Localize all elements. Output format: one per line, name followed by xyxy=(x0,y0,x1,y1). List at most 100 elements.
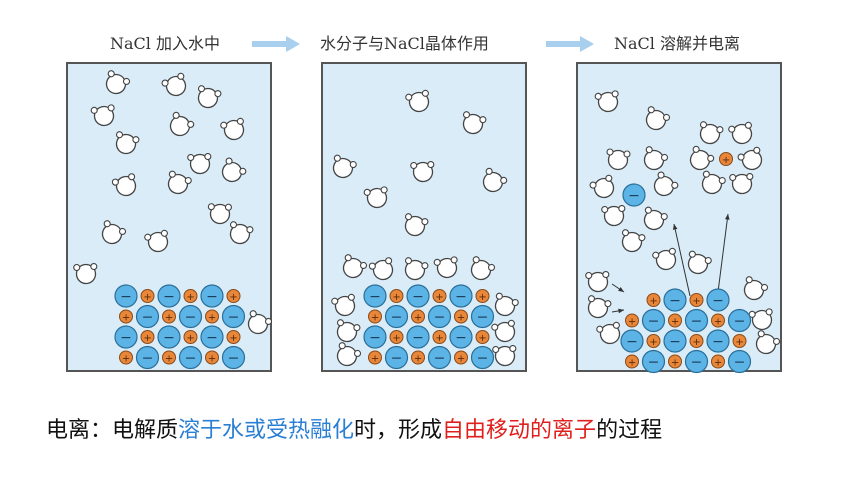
panel-2-illustration: −+−+−++−+−+−−+−+−++−+−+− xyxy=(331,89,519,370)
caption-highlight-blue: 溶于水或受热融化 xyxy=(178,418,355,443)
svg-text:−: − xyxy=(206,330,218,346)
water-molecule xyxy=(748,308,773,331)
sodium-ion: + xyxy=(140,330,155,344)
chloride-ion: − xyxy=(706,288,730,312)
panel-1-illustration: −+−+−++−+−+−−+−+−++−+−+− xyxy=(73,70,273,370)
water-molecule xyxy=(743,276,769,301)
sodium-ion: + xyxy=(668,313,682,328)
step-label-3: NaCl 溶解并电离 xyxy=(614,34,740,53)
sodium-ion: + xyxy=(432,330,447,344)
sodium-ion: + xyxy=(411,309,425,324)
water-molecule xyxy=(643,206,668,231)
chloride-ion: − xyxy=(157,325,181,349)
chloride-ion: − xyxy=(384,304,409,329)
water-molecule xyxy=(90,104,115,127)
caption-mid: 时，形成 xyxy=(354,418,443,443)
panel-3-illustration: −++−+−+−+−+−−+−+−++−+−+− xyxy=(585,90,781,374)
water-molecule xyxy=(589,174,615,199)
svg-text:+: + xyxy=(208,354,216,365)
svg-text:−: − xyxy=(648,355,660,371)
svg-text:+: + xyxy=(692,296,700,307)
step-label-2: 水分子与NaCl晶体作用 xyxy=(320,34,489,53)
water-molecule xyxy=(111,173,137,197)
chloride-ion: − xyxy=(406,325,430,349)
chloride-ion: − xyxy=(178,304,203,329)
svg-text:+: + xyxy=(457,354,465,365)
svg-text:+: + xyxy=(229,333,237,344)
chloride-ion: − xyxy=(470,345,495,370)
svg-text:−: − xyxy=(434,351,446,367)
sodium-ion: + xyxy=(183,330,198,344)
svg-text:−: − xyxy=(477,351,489,367)
svg-text:+: + xyxy=(714,317,722,328)
svg-text:−: − xyxy=(455,330,467,346)
chloride-ion: − xyxy=(622,183,646,207)
svg-text:+: + xyxy=(143,292,151,303)
step-label-1: NaCl 加入水中 xyxy=(110,34,220,53)
svg-text:−: − xyxy=(669,334,681,350)
svg-text:−: − xyxy=(712,293,724,309)
water-molecule xyxy=(144,229,169,253)
sodium-ion: + xyxy=(226,330,241,344)
sodium-ion: + xyxy=(625,354,639,369)
water-molecule xyxy=(187,152,212,175)
sodium-ion: + xyxy=(389,330,404,344)
svg-text:−: − xyxy=(185,351,197,367)
water-molecule xyxy=(221,157,247,183)
arrow-right-icon xyxy=(252,36,300,52)
water-molecule xyxy=(331,293,356,317)
caption-highlight-red: 自由移动的离子 xyxy=(442,418,597,443)
water-molecule xyxy=(105,70,131,95)
chloride-ion: − xyxy=(727,349,752,374)
svg-text:+: + xyxy=(692,337,700,348)
svg-text:+: + xyxy=(392,333,400,344)
water-molecule xyxy=(729,172,754,195)
caption-suffix: 的过程 xyxy=(596,418,663,443)
chloride-ion: − xyxy=(470,304,495,329)
svg-text:+: + xyxy=(165,354,173,365)
svg-text:+: + xyxy=(671,358,679,369)
panel-nacl-added: −+−+−++−+−+−−+−+−++−+−+− xyxy=(66,62,273,372)
chloride-ion: − xyxy=(363,325,387,349)
sodium-ion: + xyxy=(711,354,725,369)
sodium-ion: + xyxy=(432,289,447,303)
water-molecule xyxy=(336,319,361,343)
motion-arrow xyxy=(673,223,691,297)
svg-text:+: + xyxy=(435,292,443,303)
arrow-right-icon xyxy=(546,36,594,52)
svg-text:−: − xyxy=(163,289,175,305)
water-molecule xyxy=(363,186,388,209)
svg-text:−: − xyxy=(477,310,489,326)
svg-text:−: − xyxy=(142,351,154,367)
chloride-ion: − xyxy=(178,345,203,370)
sodium-ion: + xyxy=(689,293,704,307)
svg-text:−: − xyxy=(369,330,381,346)
svg-text:+: + xyxy=(649,296,657,307)
svg-text:−: − xyxy=(412,330,424,346)
water-molecule xyxy=(494,292,519,317)
svg-text:−: − xyxy=(734,355,746,371)
svg-text:+: + xyxy=(435,333,443,344)
water-molecule xyxy=(220,117,245,141)
svg-text:−: − xyxy=(120,289,132,305)
water-molecule xyxy=(653,171,679,197)
svg-text:−: − xyxy=(120,330,132,346)
chloride-ion: − xyxy=(406,284,430,308)
chloride-ion: − xyxy=(200,325,224,349)
svg-text:+: + xyxy=(671,317,679,328)
water-molecule xyxy=(689,145,715,171)
water-molecule xyxy=(169,111,195,137)
chloride-ion: − xyxy=(684,308,709,333)
svg-text:+: + xyxy=(628,358,636,369)
sodium-ion: + xyxy=(140,289,155,303)
water-molecule xyxy=(596,321,621,345)
svg-text:−: − xyxy=(391,351,403,367)
water-molecule xyxy=(332,154,357,179)
water-molecule xyxy=(652,247,677,271)
svg-text:−: − xyxy=(369,289,381,305)
sodium-ion: + xyxy=(646,334,661,348)
chloride-ion: − xyxy=(157,284,181,308)
chloride-ion: − xyxy=(641,349,666,374)
water-molecule xyxy=(404,213,429,237)
chloride-ion: − xyxy=(684,349,709,374)
